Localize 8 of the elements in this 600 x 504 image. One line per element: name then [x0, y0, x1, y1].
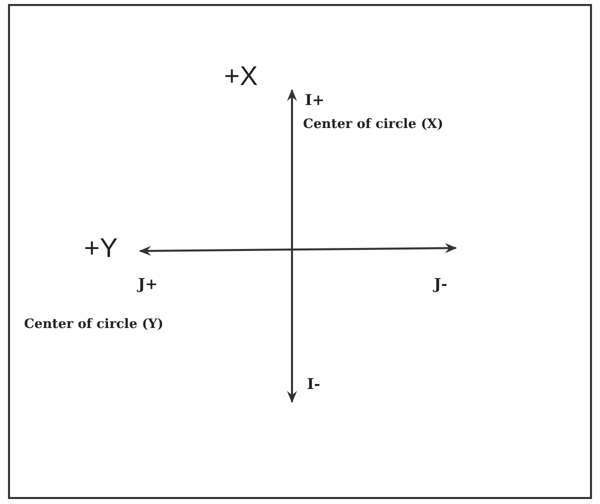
direction-label: J+ [138, 276, 158, 292]
axis-label: +X [224, 62, 258, 92]
axis-caption: Center of circle (Y) [24, 318, 164, 332]
direction-label: I+ [305, 92, 325, 108]
axis-label: +Y [84, 234, 118, 264]
direction-label: J- [434, 276, 448, 292]
axis-caption: Center of circle (X) [303, 118, 444, 132]
direction-label: I- [307, 376, 320, 392]
